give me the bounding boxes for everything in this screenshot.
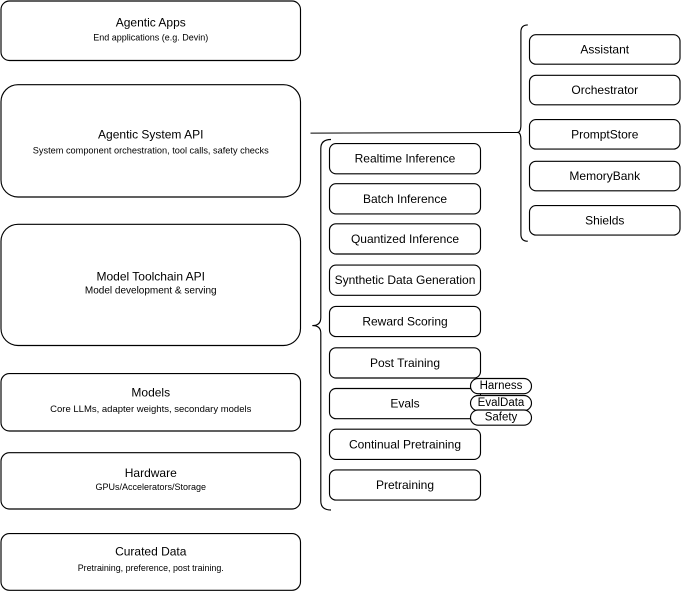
svg-text:Quantized Inference: Quantized Inference (351, 232, 459, 246)
svg-text:Safety: Safety (485, 412, 518, 424)
svg-text:Shields: Shields (585, 213, 624, 227)
svg-text:Continual Pretraining: Continual Pretraining (349, 437, 461, 451)
svg-text:Agentic Apps: Agentic Apps (116, 15, 186, 29)
svg-text:Assistant: Assistant (580, 42, 629, 56)
svg-text:End applications (e.g. Devin): End applications (e.g. Devin) (93, 33, 208, 43)
svg-text:Realtime Inference: Realtime Inference (355, 152, 456, 166)
svg-text:Hardware: Hardware (125, 466, 177, 480)
svg-text:Agentic System API: Agentic System API (98, 127, 203, 141)
svg-text:Evals: Evals (390, 397, 419, 411)
svg-text:Curated Data: Curated Data (115, 544, 187, 558)
svg-text:EvalData: EvalData (478, 397, 525, 409)
svg-text:Model development & serving: Model development & serving (85, 286, 217, 297)
svg-text:Harness: Harness (480, 380, 523, 392)
svg-text:Core LLMs, adapter weights, se: Core LLMs, adapter weights, secondary mo… (50, 404, 251, 415)
svg-text:PromptStore: PromptStore (571, 127, 639, 141)
svg-text:Synthetic Data Generation: Synthetic Data Generation (335, 273, 476, 287)
svg-text:Models: Models (131, 386, 170, 400)
svg-text:System component orchestration: System component orchestration, tool cal… (33, 146, 269, 156)
svg-text:Batch Inference: Batch Inference (363, 192, 447, 206)
svg-text:MemoryBank: MemoryBank (569, 169, 641, 183)
svg-text:Orchestrator: Orchestrator (571, 83, 638, 97)
svg-text:Pretraining: Pretraining (376, 478, 434, 492)
svg-text:Post Training: Post Training (370, 356, 440, 370)
svg-text:Pretraining, preference, post: Pretraining, preference, post training. (78, 563, 224, 573)
svg-text:Model Toolchain API: Model Toolchain API (96, 269, 205, 283)
svg-text:GPUs/Accelerators/Storage: GPUs/Accelerators/Storage (95, 482, 206, 492)
svg-text:Reward Scoring: Reward Scoring (362, 315, 447, 329)
